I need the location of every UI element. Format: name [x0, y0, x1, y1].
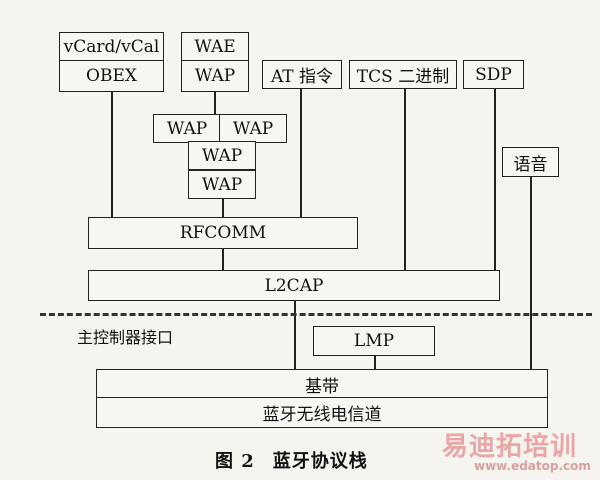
hci-label: 主控制器接口: [77, 328, 174, 347]
sdp-box: SDP: [463, 60, 524, 89]
wap-top-box: WAP: [181, 60, 249, 92]
connector-wap-stack: [214, 92, 216, 116]
connector-voice-baseband: [530, 176, 532, 370]
watermark-url: www.edatop.com: [474, 459, 591, 473]
radio-box: 蓝牙无线电信道: [96, 397, 548, 428]
vcard-box: vCard/vCal: [59, 32, 164, 62]
wae-box: WAE: [181, 32, 249, 62]
connector-l2cap-baseband: [294, 300, 296, 370]
lmp-box: LMP: [313, 326, 435, 356]
voice-box: 语音: [502, 147, 559, 177]
tcs-binary-box: TCS 二进制: [349, 60, 457, 89]
figure-number: 图 2: [215, 451, 255, 472]
obex-box: OBEX: [59, 60, 164, 92]
wap-mid1-box: WAP: [188, 141, 256, 170]
rfcomm-box: RFCOMM: [88, 217, 358, 249]
at-command-box: AT 指令: [262, 60, 342, 89]
figure-title: 蓝牙协议栈: [272, 451, 368, 472]
connector-lmp-baseband: [374, 355, 376, 370]
wap-right-box: WAP: [219, 114, 287, 143]
watermark-brand: 易迪拓培训: [442, 432, 578, 462]
wap-mid2-box: WAP: [188, 170, 256, 199]
wap-left-box: WAP: [153, 114, 221, 143]
figure-caption: 图 2 蓝牙协议栈: [215, 447, 386, 473]
connector-at-rfcomm: [300, 88, 302, 218]
baseband-box: 基带: [96, 369, 548, 399]
l2cap-box: L2CAP: [88, 270, 500, 301]
connector-obex-rfcomm: [111, 92, 113, 218]
connector-rfcomm-l2cap: [222, 249, 224, 271]
connector-wapstack-rfcomm: [222, 198, 224, 218]
connector-tcs-l2cap: [404, 88, 406, 271]
connector-sdp-l2cap: [494, 88, 496, 271]
hci-boundary-line: [40, 313, 592, 316]
